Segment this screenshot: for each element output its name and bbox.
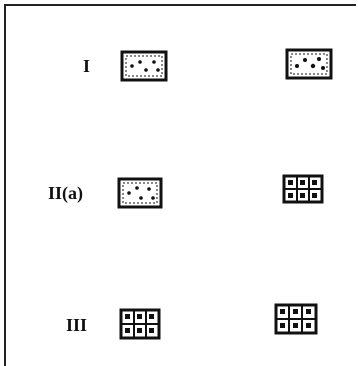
row-label-iii: III	[66, 315, 88, 335]
row-i-left-cell	[120, 50, 168, 82]
diagram-frame-top	[4, 4, 356, 6]
row-iii-right-cell	[274, 303, 318, 335]
row-iii-left-cell	[119, 308, 161, 340]
diagram-frame-left	[4, 4, 6, 366]
row-ii-a-left-cell	[117, 177, 163, 209]
row-label-ii-a: II(a)	[48, 183, 83, 203]
row-ii-a-right-cell	[282, 174, 324, 204]
row-i-right-cell	[285, 48, 333, 80]
row-label-i: I	[83, 56, 91, 76]
